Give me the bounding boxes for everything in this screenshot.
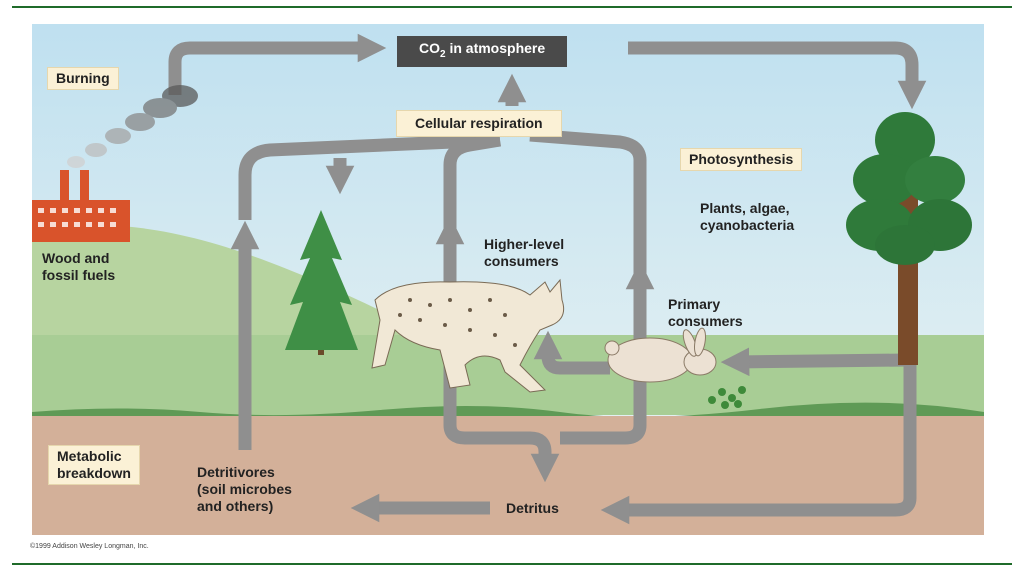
top-rule xyxy=(12,6,1012,8)
wood-fossil-fuels-label: Wood and fossil fuels xyxy=(42,250,116,283)
co2-suffix: in atmosphere xyxy=(445,40,546,56)
higher-level-consumers-label: Higher-level consumers xyxy=(484,236,565,269)
rabbit xyxy=(604,327,717,383)
cellular-respiration-label: Cellular respiration xyxy=(396,110,562,137)
lynx xyxy=(371,278,565,393)
ground-edge xyxy=(32,402,984,418)
middle-respiration-arrow xyxy=(443,133,502,230)
detritivores-label: Detritivores (soil microbes and others) xyxy=(197,464,292,514)
respiration-left-arrow xyxy=(238,133,501,220)
burning-arrow xyxy=(168,33,387,95)
burning-label: Burning xyxy=(47,67,119,90)
primary-consumers-label: Primary consumers xyxy=(668,296,743,329)
consumers-to-detritus-arrow xyxy=(443,410,560,483)
photosynthesis-label: Photosynthesis xyxy=(680,148,803,171)
primary-to-higher-arrow xyxy=(533,330,610,375)
co2-subscript: 2 xyxy=(440,48,446,60)
co2-atmosphere-label: CO2 in atmosphere xyxy=(397,36,568,67)
small-plant xyxy=(708,386,746,409)
metabolic-breakdown-label: Metabolic breakdown xyxy=(48,445,140,485)
plants-to-detritus-arrow xyxy=(600,365,917,525)
detritus-label: Detritus xyxy=(506,500,559,516)
copyright-text: ©1999 Addison Wesley Longman, Inc. xyxy=(30,543,149,550)
bottom-rule xyxy=(12,563,1012,565)
factory xyxy=(32,170,130,242)
smoke xyxy=(67,85,198,168)
co2-to-plants-arrow xyxy=(628,41,927,110)
primary-to-detritus-arrow xyxy=(560,370,647,445)
tree-right xyxy=(846,112,972,365)
plants-algae-label: Plants, algae, cyanobacteria xyxy=(700,200,795,233)
plants-to-primary-arrow xyxy=(720,347,906,377)
right-respiration-arrow xyxy=(529,128,647,275)
conifer-left xyxy=(285,210,358,355)
co2-prefix: CO xyxy=(419,40,440,56)
